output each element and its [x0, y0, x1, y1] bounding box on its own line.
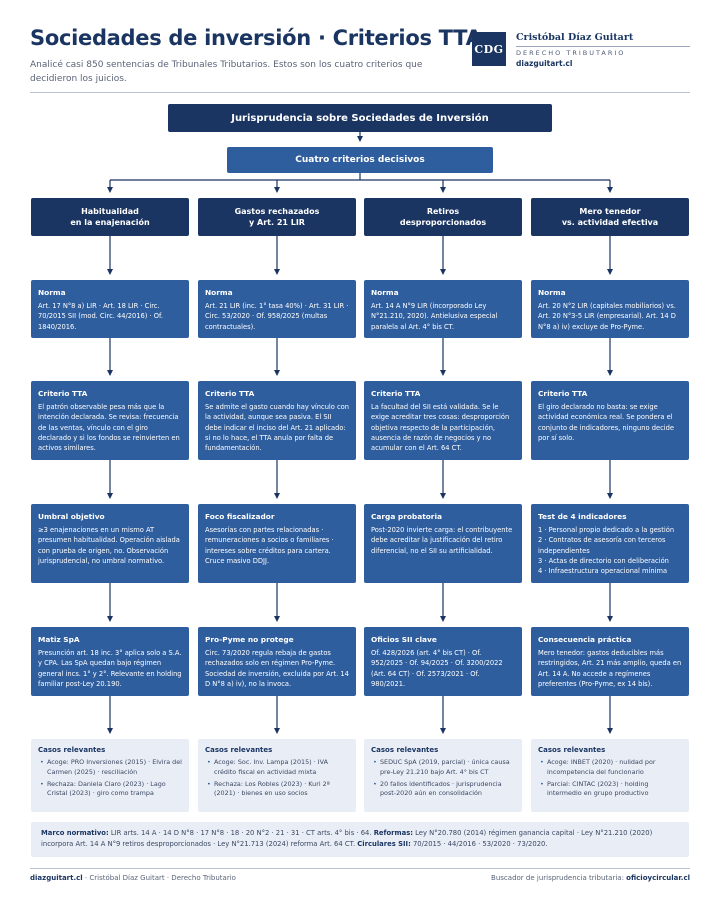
card-norma: Norma Art. 20 N°2 LIR (capitales mobilia…	[531, 280, 689, 338]
case-item: Rechaza: Daniela Claro (2023) · Lago Cri…	[38, 780, 182, 800]
card-norma: Norma Art. 17 N°8 a) LIR · Art. 18 LIR ·…	[31, 280, 189, 338]
card-heading: Criterio TTA	[371, 389, 421, 398]
sub-root-node: Cuatro criterios decisivos	[227, 147, 493, 173]
card-detalle: Carga probatoria Post-2020 invierte carg…	[364, 504, 522, 583]
header-divider	[30, 92, 690, 93]
card-detalle: Foco fiscalizador Asesorías con partes r…	[198, 504, 356, 583]
card-text: Of. 428/2026 (art. 4° bis CT) · Of. 952/…	[371, 649, 503, 688]
card-heading: Oficios SII clave	[371, 635, 437, 644]
card-text: Art. 21 LIR (inc. 1° tasa 40%) · Art. 31…	[205, 302, 349, 331]
card-text-line: 3 · Actas de directorio con deliberación	[538, 556, 669, 565]
cases-heading: Casos relevantes	[205, 746, 273, 754]
footer-search-label: Buscador de jurisprudencia tributaria:	[491, 874, 627, 882]
category-mero-tenedor: Mero tenedor vs. actividad efectiva	[531, 198, 689, 236]
cases-heading: Casos relevantes	[538, 746, 606, 754]
card-text-line: 1 · Personal propio dedicado a la gestió…	[538, 526, 675, 534]
card-text-line: 2 · Contratos de asesoría con terceros i…	[538, 536, 666, 555]
category-retiros: Retiros desproporcionados	[364, 198, 522, 236]
card-heading: Criterio TTA	[205, 389, 255, 398]
card-text: Se admite el gasto cuando hay vínculo co…	[205, 403, 350, 453]
card-heading: Criterio TTA	[38, 389, 88, 398]
card-heading: Matiz SpA	[38, 635, 80, 644]
case-item: Acoge: Soc. Inv. Lampa (2015) · IVA créd…	[205, 758, 349, 778]
brand-block: CDG Cristóbal Díaz Guitart DERECHO TRIBU…	[472, 32, 690, 68]
card-text: ≥3 enajenaciones en un mismo AT presumen…	[38, 526, 180, 565]
cases-panel: Casos relevantes SEDUC SpA (2019, parcia…	[364, 739, 522, 812]
cases-heading: Casos relevantes	[371, 746, 439, 754]
brand-name: Cristóbal Díaz Guitart	[516, 32, 634, 43]
card-text: Post-2020 invierte carga: el contribuyen…	[371, 526, 513, 555]
card-extra: Consecuencia práctica Mero tenedor: gast…	[531, 627, 689, 696]
card-extra: Matiz SpA Presunción art. 18 inc. 3° apl…	[31, 627, 189, 696]
circulares-text: 70/2015 · 44/2016 · 53/2020 · 73/2020.	[412, 840, 548, 848]
page-subtitle: Analicé casi 850 sentencias de Tribunale…	[30, 60, 423, 84]
card-heading: Consecuencia práctica	[538, 635, 632, 644]
card-criterio: Criterio TTA La facultad del SII está va…	[364, 381, 522, 460]
card-text: Art. 20 N°2 LIR (capitales mobiliarios) …	[538, 302, 676, 331]
footer-left: diazguitart.cl · Cristóbal Díaz Guitart …	[30, 874, 236, 882]
page-title: Sociedades de inversión · Criterios TTA	[30, 26, 482, 50]
brand-tagline: DERECHO TRIBUTARIO	[516, 49, 626, 57]
card-text-line: 4 · Infraestructura operacional mínima	[538, 567, 668, 576]
root-node: Jurisprudencia sobre Sociedades de Inver…	[168, 104, 552, 132]
footer-credit: · Cristóbal Díaz Guitart · Derecho Tribu…	[82, 874, 236, 882]
card-norma: Norma Art. 14 A N°9 LIR (incorporado Ley…	[364, 280, 522, 338]
case-item: SEDUC SpA (2019, parcial) · única causa …	[371, 758, 515, 778]
case-item: Acoge: PRO Inversiones (2015) · Elvira d…	[38, 758, 182, 778]
card-text: Presunción art. 18 inc. 3° aplica solo a…	[38, 649, 182, 688]
card-text: El giro declarado no basta: se exige act…	[538, 403, 674, 442]
card-heading: Carga probatoria	[371, 512, 442, 521]
reformas-text: Ley N°20.780 (2014) régimen ganancia cap…	[41, 829, 653, 848]
card-heading: Foco fiscalizador	[205, 512, 275, 521]
card-heading: Pro-Pyme no protege	[205, 635, 294, 644]
card-criterio: Criterio TTA El giro declarado no basta:…	[531, 381, 689, 460]
case-item: Acoge: INBET (2020) · nulidad por incomp…	[538, 758, 682, 778]
card-text: Art. 17 N°8 a) LIR · Art. 18 LIR · Circ.…	[38, 302, 164, 331]
card-extra: Oficios SII clave Of. 428/2026 (art. 4° …	[364, 627, 522, 696]
footer-site-link[interactable]: diazguitart.cl	[30, 874, 83, 882]
case-item: 20 fallos identificados · jurisprudencia…	[371, 780, 515, 800]
brand-url[interactable]: diazguitart.cl	[516, 59, 573, 68]
card-text: Circ. 73/2020 regula rebaja de gastos re…	[205, 649, 349, 688]
brand-logo: CDG	[472, 32, 506, 66]
case-item: Rechaza: Los Robles (2023) · Kuri 2ª (20…	[205, 780, 349, 800]
cases-panel: Casos relevantes Acoge: Soc. Inv. Lampa …	[198, 739, 356, 812]
card-text: La facultad del SII está validada. Se le…	[371, 403, 510, 453]
card-text: El patrón observable pesa más que la int…	[38, 403, 180, 453]
marco-normativo-panel: Marco normativo: LIR arts. 14 A · 14 D N…	[31, 822, 689, 857]
card-detalle: Test de 4 indicadores 1 · Personal propi…	[531, 504, 689, 583]
card-heading: Norma	[371, 288, 399, 297]
marco-label: Marco normativo:	[41, 829, 109, 837]
category-habitualidad: Habitualidad en la enajenación	[31, 198, 189, 236]
cases-panel: Casos relevantes Acoge: PRO Inversiones …	[31, 739, 189, 812]
card-text: Mero tenedor: gastos deducibles más rest…	[538, 649, 682, 688]
card-heading: Norma	[538, 288, 566, 297]
reformas-label: Reformas:	[373, 829, 413, 837]
card-heading: Umbral objetivo	[38, 512, 105, 521]
card-heading: Test de 4 indicadores	[538, 512, 627, 521]
card-heading: Norma	[38, 288, 66, 297]
card-norma: Norma Art. 21 LIR (inc. 1° tasa 40%) · A…	[198, 280, 356, 338]
card-text: Art. 14 A N°9 LIR (incorporado Ley N°21.…	[371, 302, 498, 331]
brand-divider	[516, 46, 690, 47]
page-footer: diazguitart.cl · Cristóbal Díaz Guitart …	[30, 868, 690, 882]
card-heading: Norma	[205, 288, 233, 297]
case-item: Parcial: CINTAC (2023) · holding interme…	[538, 780, 682, 800]
card-heading: Criterio TTA	[538, 389, 588, 398]
marco-text: LIR arts. 14 A · 14 D N°8 · 17 N°8 · 18 …	[110, 829, 372, 837]
card-criterio: Criterio TTA El patrón observable pesa m…	[31, 381, 189, 460]
footer-search-link[interactable]: oficioycircular.cl	[626, 874, 690, 882]
footer-right: Buscador de jurisprudencia tributaria: o…	[491, 874, 690, 882]
cases-panel: Casos relevantes Acoge: INBET (2020) · n…	[531, 739, 689, 812]
card-text: Asesorías con partes relacionadas · remu…	[205, 526, 334, 565]
page-header: Sociedades de inversión · Criterios TTA …	[30, 26, 690, 94]
category-gastos-rechazados: Gastos rechazados y Art. 21 LIR	[198, 198, 356, 236]
cases-heading: Casos relevantes	[38, 746, 106, 754]
card-criterio: Criterio TTA Se admite el gasto cuando h…	[198, 381, 356, 460]
card-extra: Pro-Pyme no protege Circ. 73/2020 regula…	[198, 627, 356, 696]
card-detalle: Umbral objetivo ≥3 enajenaciones en un m…	[31, 504, 189, 583]
circulares-label: Circulares SII:	[357, 840, 411, 848]
